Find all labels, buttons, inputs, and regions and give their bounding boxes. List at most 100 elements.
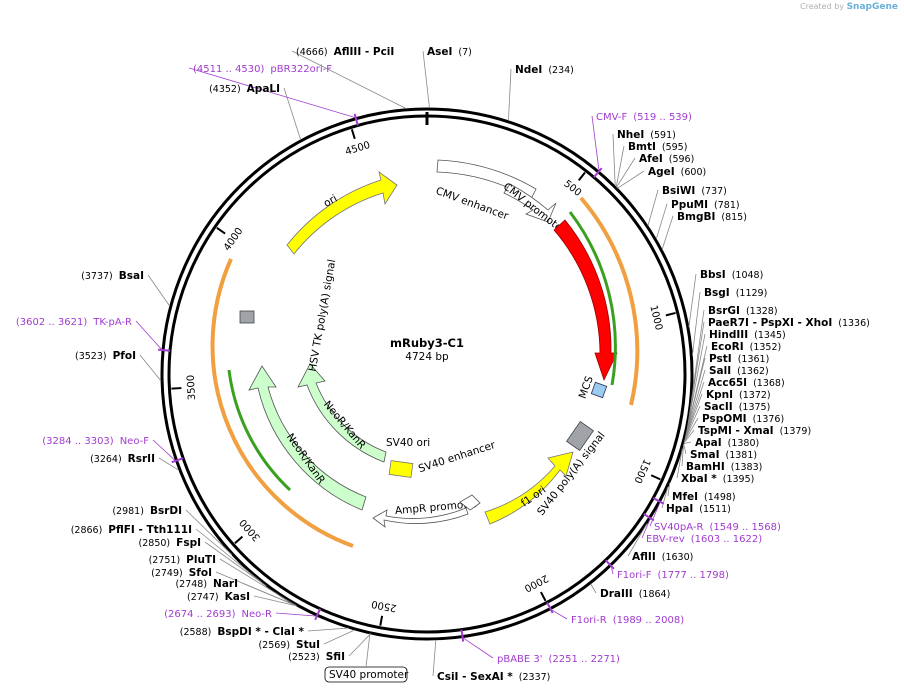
primer-3[interactable]: (3284 .. 3303)Neo-F bbox=[42, 436, 149, 447]
enzyme-right-13-part-1: (1361) bbox=[738, 354, 770, 365]
primer-7[interactable]: F1ori-R(1989 .. 2008) bbox=[571, 615, 684, 626]
enzyme-right-8-part-1: (1129) bbox=[736, 288, 768, 299]
enzyme-left-7[interactable]: (2749)SfoI bbox=[151, 567, 212, 579]
enzyme-left-3[interactable]: (2981)BsrDI bbox=[112, 505, 182, 517]
plasmid-name: mRuby3-C1 bbox=[390, 336, 464, 350]
enzyme-right-24-leader bbox=[667, 482, 671, 497]
enzyme-right-12-part-1: (1352) bbox=[750, 342, 782, 353]
enzyme-right-15[interactable]: Acc65I(1368) bbox=[708, 377, 785, 389]
enzyme-right-8[interactable]: BsgI(1129) bbox=[704, 287, 767, 299]
tick-mark-1000 bbox=[665, 311, 676, 317]
enzyme-left-2-leader bbox=[158, 457, 180, 471]
tick-mark-500 bbox=[578, 171, 586, 182]
primer-4[interactable]: SV40pA-R(1549 .. 1568) bbox=[654, 522, 781, 533]
enzyme-left-12[interactable]: (2523)SfiI bbox=[288, 651, 345, 663]
enzyme-right-11[interactable]: HindIII(1345) bbox=[709, 329, 786, 341]
enzyme-left-4[interactable]: (2866)PflFI - Tth111I bbox=[71, 524, 192, 536]
enzyme-left-6[interactable]: (2751)PluTI bbox=[149, 554, 216, 566]
enzyme-left-10[interactable]: (2588)BspDI * - ClaI * bbox=[180, 626, 305, 638]
enzyme-right-26-leader bbox=[627, 523, 648, 557]
orf-green-arc-left bbox=[227, 369, 292, 492]
enzyme-right-4[interactable]: BsiWI(737) bbox=[662, 185, 727, 197]
primer-7-site bbox=[546, 601, 554, 614]
enzyme-left-5[interactable]: (2850)FspI bbox=[139, 537, 201, 549]
enzyme-left-5-leader bbox=[204, 541, 267, 587]
enzyme-left-5-part-0: (2850) bbox=[139, 538, 171, 549]
enzyme-right-13[interactable]: PstI(1361) bbox=[709, 353, 769, 365]
enzyme-left-0[interactable]: (3737)BsaI bbox=[81, 270, 144, 282]
tick-label-4500: 4500 bbox=[344, 140, 372, 158]
enzyme-left-8-part-1: NarI bbox=[213, 578, 238, 590]
enzyme-aflIII-pciI-part-0: (4666) bbox=[296, 47, 328, 58]
tick-label-3500: 3500 bbox=[186, 374, 198, 400]
enzyme-left-1[interactable]: (3523)PfoI bbox=[75, 350, 136, 362]
enzyme-right-19-leader bbox=[683, 429, 695, 444]
primer-8[interactable]: pBABE 3'(2251 .. 2271) bbox=[497, 654, 620, 665]
enzyme-left-11[interactable]: (2569)StuI bbox=[258, 639, 320, 651]
backbone-outer-ring bbox=[160, 107, 694, 641]
enzyme-right-27[interactable]: DraIII(1864) bbox=[600, 588, 670, 600]
enzyme-right-2-leader bbox=[616, 157, 636, 188]
orf-green-arc-right bbox=[568, 211, 617, 386]
enzyme-right-10-leader bbox=[686, 321, 705, 429]
primer-4-leader bbox=[649, 501, 661, 527]
enzyme-right-17[interactable]: SacII(1375) bbox=[704, 401, 770, 413]
enzyme-right-22[interactable]: BamHI(1383) bbox=[686, 461, 762, 473]
enzyme-aseI[interactable]: AseI(7) bbox=[427, 46, 472, 58]
enzyme-right-16[interactable]: KpnI(1372) bbox=[706, 389, 771, 401]
enzyme-left-2-part-1: RsrII bbox=[128, 453, 155, 465]
enzyme-right-3[interactable]: AgeI(600) bbox=[648, 166, 706, 178]
enzyme-csiI-sexAI-part-1: (2337) bbox=[519, 672, 551, 683]
enzyme-right-25[interactable]: HpaI(1511) bbox=[666, 503, 731, 515]
enzyme-apaLI-part-0: (4352) bbox=[209, 84, 241, 95]
enzyme-ndeI[interactable]: NdeI(234) bbox=[515, 64, 574, 76]
primer-8-leader bbox=[462, 637, 494, 659]
enzyme-left-9-leader bbox=[253, 595, 297, 607]
enzyme-right-26[interactable]: AflII(1630) bbox=[632, 551, 693, 563]
enzyme-right-19[interactable]: TspMI - XmaI(1379) bbox=[698, 425, 811, 437]
enzyme-left-2[interactable]: (3264)RsrII bbox=[90, 453, 155, 465]
enzyme-aflIII-pciI[interactable]: (4666)AflIII - PciI bbox=[296, 46, 394, 58]
site-labels: (4666)AflIII - PciI AseI(7) NdeI(234) (4352… bbox=[16, 46, 870, 683]
primer-9-part-0: (2674 .. 2693) bbox=[164, 609, 236, 620]
enzyme-apaLI[interactable]: (4352)ApaLI bbox=[209, 83, 280, 95]
enzyme-right-18[interactable]: PspOMI(1376) bbox=[702, 413, 784, 425]
enzyme-right-1-leader bbox=[615, 145, 625, 188]
sv40-ori-box bbox=[388, 460, 414, 478]
backbone-inner-ring bbox=[167, 114, 687, 634]
primer-6[interactable]: F1ori-F(1777 .. 1798) bbox=[617, 570, 729, 581]
enzyme-right-23[interactable]: XbaI *(1395) bbox=[681, 473, 754, 485]
primer-0[interactable]: (4511 .. 4530)pBR322ori-F bbox=[193, 64, 332, 75]
enzyme-right-7[interactable]: BbsI(1048) bbox=[700, 269, 763, 281]
enzyme-right-10[interactable]: PaeR7I - PspXI - XhoI(1336) bbox=[708, 317, 870, 329]
tick-label-1000: 1000 bbox=[647, 304, 664, 331]
enzyme-right-21-part-1: (1381) bbox=[726, 450, 758, 461]
primer-2[interactable]: (3602 .. 3621)TK-pA-R bbox=[16, 317, 132, 328]
enzyme-right-26-part-0: AflII bbox=[632, 551, 656, 563]
orf-orange-arc-right bbox=[579, 196, 640, 406]
enzyme-left-9[interactable]: (2747)KasI bbox=[187, 591, 250, 603]
enzyme-right-1-part-0: BmtI bbox=[628, 141, 656, 153]
enzyme-csiI-sexAI[interactable]: CsiI - SexAI *(2337) bbox=[437, 671, 550, 683]
enzyme-right-1[interactable]: BmtI(595) bbox=[628, 141, 687, 153]
neokanr-inner-label: NeoR/KanR bbox=[321, 399, 368, 452]
enzyme-right-2[interactable]: AfeI(596) bbox=[639, 153, 694, 165]
enzyme-right-0-part-1: (591) bbox=[650, 130, 676, 141]
enzyme-right-5[interactable]: PpuMI(781) bbox=[671, 199, 740, 211]
enzyme-right-0[interactable]: NheI(591) bbox=[617, 129, 676, 141]
enzyme-right-14[interactable]: SalI(1362) bbox=[709, 365, 769, 377]
enzyme-right-21[interactable]: SmaI(1381) bbox=[690, 449, 757, 461]
enzyme-left-8[interactable]: (2748)NarI bbox=[175, 578, 238, 590]
primer-5[interactable]: EBV-rev(1603 .. 1622) bbox=[646, 534, 762, 545]
enzyme-left-6-part-0: (2751) bbox=[149, 555, 181, 566]
enzyme-right-20[interactable]: ApaI(1380) bbox=[695, 437, 759, 449]
primer-6-part-0: F1ori-F bbox=[617, 570, 652, 581]
primer-1[interactable]: CMV-F(519 .. 539) bbox=[596, 112, 692, 123]
enzyme-right-6[interactable]: BmgBI(815) bbox=[677, 211, 747, 223]
enzyme-right-12[interactable]: EcoRI(1352) bbox=[711, 341, 781, 353]
primer-9[interactable]: (2674 .. 2693)Neo-R bbox=[164, 609, 272, 620]
enzyme-right-9[interactable]: BsrGI(1328) bbox=[708, 305, 778, 317]
mruby3-arrow[interactable] bbox=[553, 219, 618, 382]
enzyme-right-24[interactable]: MfeI(1498) bbox=[672, 491, 736, 503]
enzyme-left-1-part-1: PfoI bbox=[113, 350, 136, 362]
